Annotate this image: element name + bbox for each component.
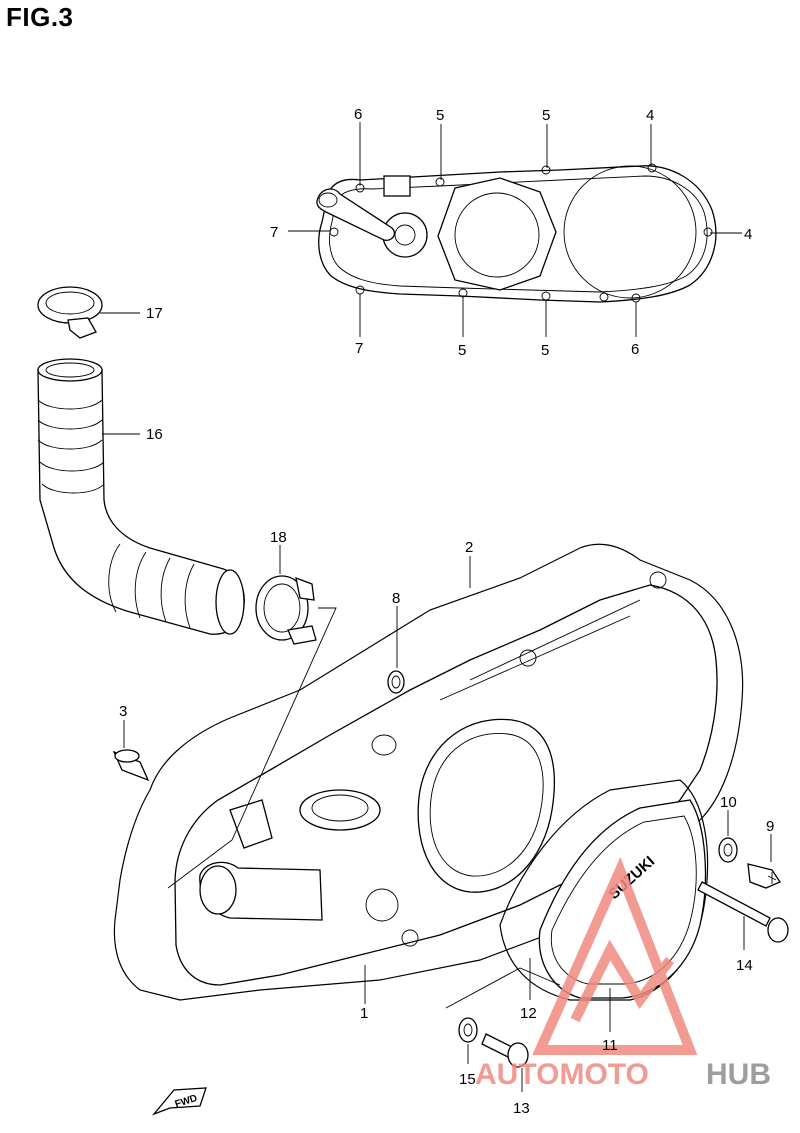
hose-clamp-17 (37, 286, 140, 339)
washer-15 (458, 1017, 478, 1064)
callout-18: 18 (270, 529, 287, 546)
washer-10 (718, 810, 738, 863)
callout-4: 4 (646, 107, 654, 124)
o-ring-8 (387, 606, 405, 694)
callout-12: 12 (520, 1005, 537, 1022)
intake-hose-16 (37, 358, 245, 635)
watermark-logo: AUTOMOTO HUB (475, 856, 771, 1091)
inner-cover-gasket (316, 163, 717, 303)
dowel-pin-3 (112, 720, 150, 782)
callout-7: 7 (355, 340, 363, 357)
forward-arrow-icon: FWD (151, 1087, 207, 1116)
callout-5: 5 (542, 107, 550, 124)
callout-17: 17 (146, 305, 163, 322)
callout-8: 8 (392, 590, 400, 607)
callout-1: 1 (360, 1005, 368, 1022)
bolt-14 (697, 881, 789, 950)
callout-2: 2 (465, 539, 473, 556)
bolt-13 (481, 1033, 529, 1092)
cover-gasket-2 (113, 543, 744, 1001)
callout-6: 6 (354, 106, 362, 123)
callout-5: 5 (436, 107, 444, 124)
callout-5: 5 (458, 342, 466, 359)
callout-9: 9 (766, 818, 774, 835)
watermark-text-secondary: HUB (706, 1058, 771, 1091)
callout-16: 16 (146, 426, 163, 443)
figure-title: FIG.3 (6, 2, 74, 32)
upper-leader-lines (288, 122, 742, 337)
crankcase-cover-1 (174, 571, 718, 1004)
callout-14: 14 (736, 957, 753, 974)
callout-13: 13 (513, 1100, 530, 1117)
callout-labels: 6 5 5 4 7 4 7 5 5 6 17 16 18 2 8 3 10 9 … (119, 106, 774, 1117)
callout-3: 3 (119, 703, 127, 720)
callout-10: 10 (720, 794, 737, 811)
callout-11: 11 (602, 1037, 618, 1054)
callout-6: 6 (631, 341, 639, 358)
callout-5: 5 (541, 342, 549, 359)
watermark-text-primary: AUTOMOTO (475, 1058, 649, 1091)
callout-7: 7 (270, 224, 278, 241)
screw-9 (747, 834, 781, 889)
callout-4: 4 (744, 226, 752, 243)
callout-15: 15 (459, 1071, 476, 1088)
assembly-guide-lines (167, 607, 561, 1009)
hose-clamp-18 (255, 545, 317, 645)
